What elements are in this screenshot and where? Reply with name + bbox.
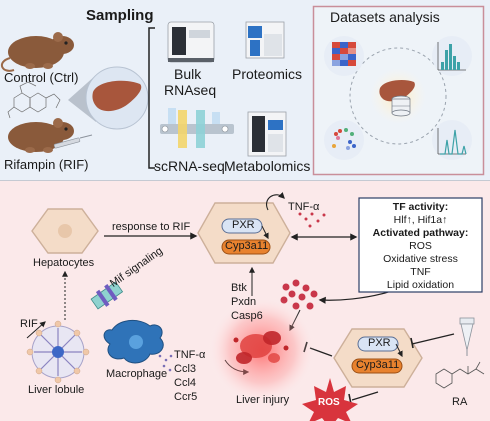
- cytokine-ccl3: Ccl3: [174, 363, 197, 375]
- metabolomics-label: Metabolomics: [224, 158, 311, 174]
- hepatocyte-cell-icon: [31, 208, 99, 254]
- sequencer-icon: [167, 21, 215, 63]
- rifampin-label: Rifampin (RIF): [4, 157, 89, 172]
- cytokine-tnfa: TNF-α: [174, 349, 206, 361]
- database-icon: [391, 95, 411, 117]
- sampling-title: Sampling: [86, 7, 154, 24]
- ra-inhibit-line: [411, 333, 455, 345]
- bulk-label-2: RNAseq: [164, 82, 217, 98]
- bulk-label-1: Bulk: [174, 66, 202, 82]
- macrophage-icon: [103, 320, 164, 364]
- pathway-lipid-oxidation: Lipid oxidation: [386, 279, 455, 291]
- mass-spec-icon: [245, 21, 285, 59]
- inhibit-line-2: [351, 391, 379, 401]
- rif-arrow: [26, 321, 46, 339]
- tf-title: TF activity:: [392, 201, 449, 213]
- gene-casp6: Casp6: [231, 310, 263, 322]
- gene-btk: Btk: [231, 282, 247, 294]
- mif-receptor-icon: [90, 281, 124, 310]
- tf-values: Hlf↑, Hif1a↑: [393, 214, 448, 226]
- proteomics-label: Proteomics: [232, 66, 303, 82]
- control-mouse: [0, 32, 74, 72]
- pipette-icon: [459, 317, 475, 356]
- rifampin-molecule: [7, 81, 61, 119]
- liver-lobule-icon: [26, 320, 90, 384]
- scrna-label: scRNA-seq: [154, 158, 225, 174]
- pathway-title: Activated pathway:: [372, 227, 469, 239]
- tnfa-dots: [298, 212, 326, 228]
- cyp3a11-2-box: [351, 358, 403, 374]
- ros-label: ROS: [318, 397, 340, 408]
- response-label: response to RIF: [112, 221, 191, 233]
- control-label: Control (Ctrl): [4, 70, 79, 85]
- heatmap-icon: [324, 36, 364, 76]
- pathway-ros: ROS: [409, 240, 432, 252]
- microfluidics-icon: [160, 108, 234, 148]
- cyp3a11-box: [221, 239, 271, 255]
- pxr2-box: [357, 336, 399, 352]
- ros-spheres: [280, 279, 318, 310]
- ros-burst-icon: [302, 378, 358, 421]
- pathway-tnf: TNF: [410, 266, 431, 278]
- pxr-label: PXR: [232, 219, 255, 231]
- macrophage-label: Macrophage: [106, 368, 168, 380]
- pxr2-label: PXR: [368, 337, 391, 349]
- liver-injury-label: Liver injury: [236, 394, 290, 406]
- histogram-icon: [432, 36, 472, 76]
- rifampin-mouse: [8, 118, 93, 153]
- omics-bracket: [148, 27, 155, 169]
- liver-icon: [92, 80, 142, 112]
- pathway-oxidative-stress: Oxidative stress: [383, 253, 458, 265]
- peaks-chart-icon: [432, 120, 472, 160]
- tf-activity-box: TF activity: Hlf↑, Hif1a↑ Activated path…: [359, 201, 482, 292]
- damaged-cells-icon: [233, 331, 289, 364]
- liver-lobule-label: Liver lobule: [28, 384, 85, 396]
- ra-label: RA: [452, 396, 468, 408]
- scatter-icon: [324, 120, 364, 160]
- hepatocytes-label: Hepatocytes: [33, 257, 95, 269]
- cytokine-ccr5: Ccr5: [174, 391, 198, 403]
- ra-molecule: [435, 361, 485, 389]
- lc-ms-icon: [247, 111, 287, 157]
- datasets-title: Datasets analysis: [330, 9, 440, 25]
- gene-pxdn: Pxdn: [231, 296, 257, 308]
- tnfa-loop-arrow: [266, 191, 285, 211]
- cyp-label: Cyp3a11: [225, 240, 269, 252]
- cytokine-dots: [158, 354, 173, 372]
- tf-box-frame: [358, 197, 483, 293]
- tnfa-top-label: TNF-α: [288, 201, 320, 213]
- cyp2-label: Cyp3a11: [356, 359, 400, 371]
- rif-label: RIF: [20, 318, 38, 330]
- dataset-liver-icon: [379, 80, 415, 102]
- cytokine-ccl4: Ccl4: [174, 377, 197, 389]
